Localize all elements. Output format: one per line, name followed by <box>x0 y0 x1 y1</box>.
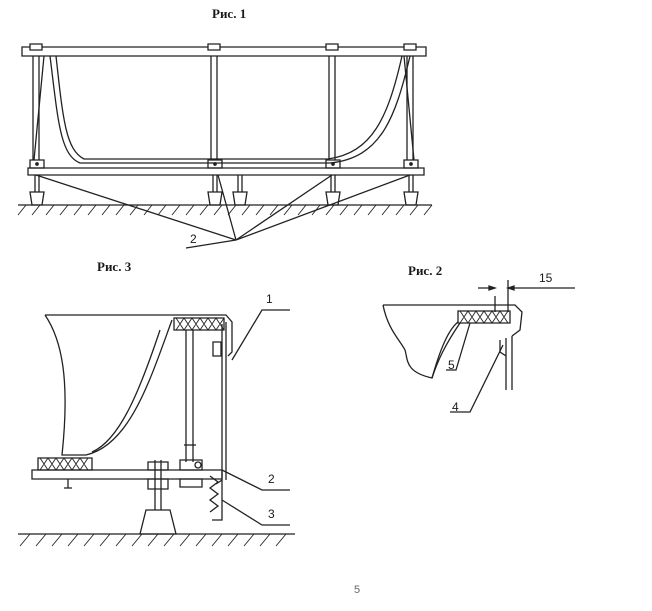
fig2-dimension <box>478 280 575 312</box>
fig3-callout-1: 1 <box>266 292 273 306</box>
fig3-drawing <box>18 310 295 546</box>
fig2-callout-5: 5 <box>448 358 455 372</box>
fig1-callout-2: 2 <box>190 232 197 246</box>
page-number: 5 <box>354 584 361 596</box>
fig3-callout-leaders <box>222 310 290 525</box>
fig3-title: Рис. 3 <box>97 259 132 274</box>
fig1-bottom-frame <box>28 168 424 175</box>
fig2-panel-profile <box>500 336 512 390</box>
fig2-callout-leaders <box>446 323 503 412</box>
fig1-bathtub-shell <box>50 56 410 163</box>
fig1-callout-leader <box>186 240 236 248</box>
fig3-tub-wall <box>45 315 172 455</box>
fig3-bolt <box>148 460 202 510</box>
fig2-title: Рис. 2 <box>408 263 443 278</box>
fig1-legs <box>30 175 418 205</box>
fig3-post <box>184 330 196 462</box>
fig2-callout-4: 4 <box>452 400 459 414</box>
fig1-posts <box>33 56 413 160</box>
fig1-drawing <box>18 44 432 248</box>
fig3-rim <box>172 315 232 356</box>
fig3-spring <box>210 476 218 512</box>
fig1-foot-brackets <box>30 160 418 168</box>
fig1-title: Рис. 1 <box>212 6 247 21</box>
fig3-base-bar <box>32 470 222 479</box>
fig3-callout-3: 3 <box>268 507 275 521</box>
fig2-callout-15: 15 <box>539 271 553 285</box>
fig2-gasket <box>458 311 510 323</box>
fig3-top-gasket <box>174 318 224 330</box>
fig3-bottom-gasket <box>38 458 92 470</box>
fig2-drawing <box>383 280 575 412</box>
fig3-floor <box>18 534 295 546</box>
fig3-foot <box>140 510 176 534</box>
fig1-floor <box>18 205 432 215</box>
fig1-top-caps <box>30 44 416 50</box>
fig3-callout-2: 2 <box>268 472 275 486</box>
fig1-top-rail <box>22 47 426 56</box>
fig2-tub-rim <box>383 305 522 378</box>
